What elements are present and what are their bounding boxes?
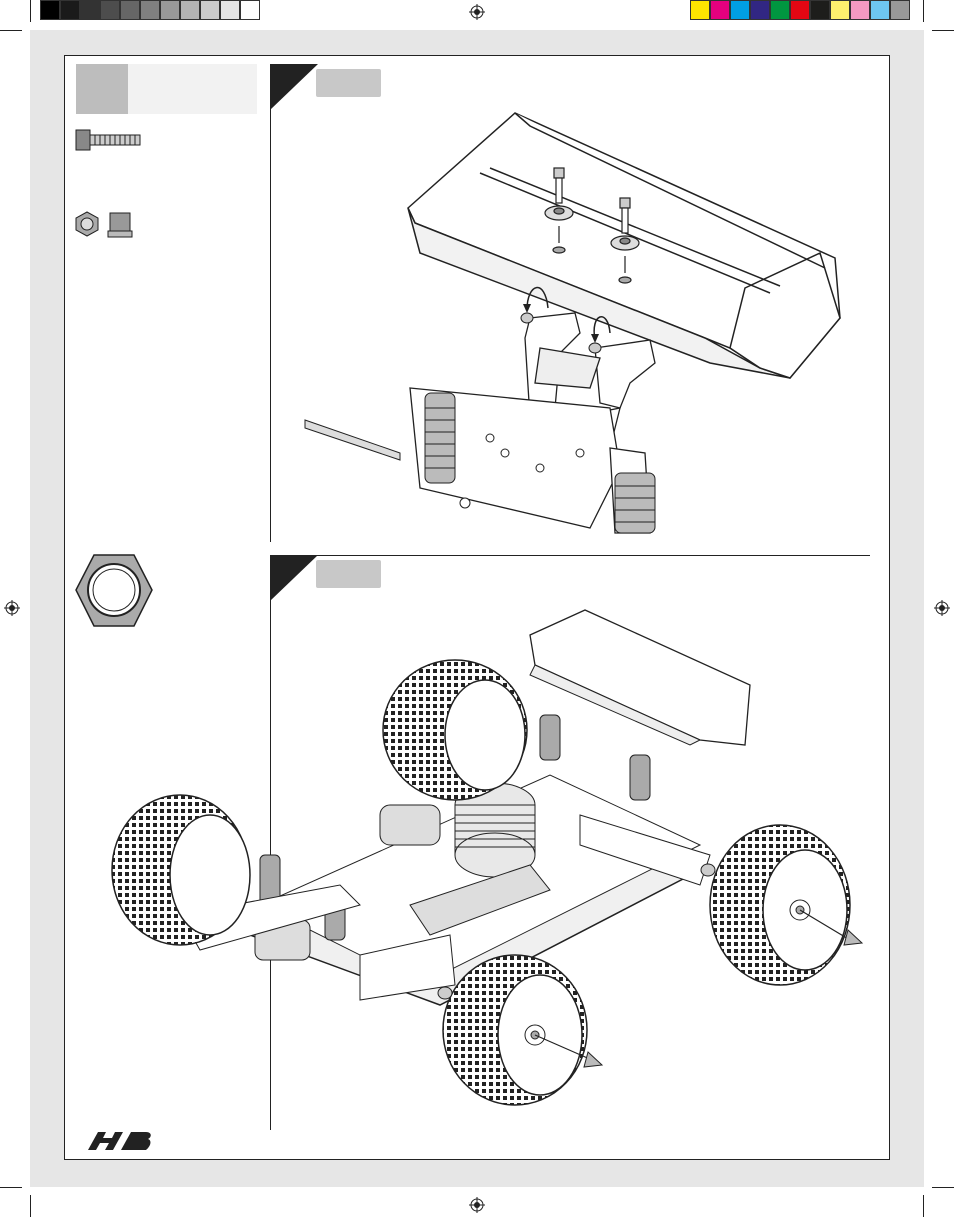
- corner-marker: [270, 64, 318, 110]
- crop-mark: [30, 1195, 31, 1217]
- color-swatch: [770, 0, 790, 20]
- gray-swatch: [40, 0, 60, 20]
- crop-mark: [30, 0, 31, 22]
- step-number-tab: [76, 64, 128, 114]
- color-swatch: [790, 0, 810, 20]
- corner-marker: [270, 555, 318, 601]
- color-swatch: [890, 0, 910, 20]
- registration-mark-icon: [4, 600, 20, 616]
- color-swatch: [730, 0, 750, 20]
- hb-logo: [88, 1132, 151, 1150]
- color-swatch: [750, 0, 770, 20]
- flanged-nut-icon: [107, 212, 133, 238]
- buggy-wheel-mounting-illustration: [111, 609, 864, 1106]
- gray-swatch: [60, 0, 80, 20]
- gray-swatch: [120, 0, 140, 20]
- gray-swatch: [220, 0, 240, 20]
- panel-divider: [270, 555, 870, 556]
- registration-mark-icon: [934, 600, 950, 616]
- color-swatch: [690, 0, 710, 20]
- rear-wing-assembly-illustration: [304, 112, 841, 534]
- process-color-bar: [690, 0, 910, 22]
- gray-swatch: [240, 0, 260, 20]
- color-swatch: [810, 0, 830, 20]
- sub-step-label: [316, 560, 381, 588]
- gray-swatch: [160, 0, 180, 20]
- crop-mark: [932, 30, 954, 31]
- cap-screw-icon: [75, 129, 141, 151]
- grayscale-color-bar: [40, 0, 260, 22]
- crop-mark: [923, 1195, 924, 1217]
- wheel-nut-icon: [75, 554, 153, 627]
- gray-swatch: [100, 0, 120, 20]
- sub-step-label: [316, 69, 381, 97]
- panel-divider: [270, 555, 271, 1130]
- panel-divider: [270, 64, 271, 542]
- color-swatch: [830, 0, 850, 20]
- gray-swatch: [80, 0, 100, 20]
- color-swatch: [710, 0, 730, 20]
- gray-swatch: [140, 0, 160, 20]
- registration-mark-icon: [469, 1197, 485, 1213]
- step-title-box: [128, 64, 257, 114]
- registration-mark-icon: [469, 4, 485, 20]
- color-swatch: [850, 0, 870, 20]
- gray-swatch: [200, 0, 220, 20]
- color-swatch: [870, 0, 890, 20]
- gray-swatch: [180, 0, 200, 20]
- crop-mark: [0, 1187, 22, 1188]
- lock-nut-icon: [75, 211, 99, 237]
- crop-mark: [932, 1187, 954, 1188]
- crop-mark: [923, 0, 924, 22]
- crop-mark: [0, 30, 22, 31]
